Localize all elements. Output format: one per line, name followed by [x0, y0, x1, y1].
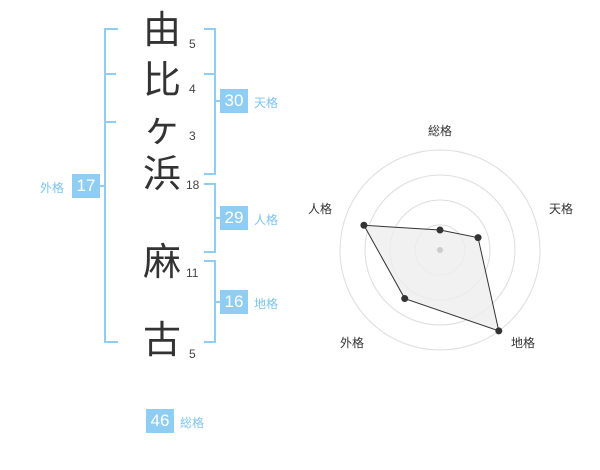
- radar-axis-label-tenkaku: 天格: [549, 202, 574, 216]
- radar-axis-label-jinkaku: 人格: [308, 202, 333, 216]
- stroke-count-6: 5: [189, 347, 196, 361]
- tenkaku-label: 天格: [254, 96, 279, 110]
- radar-ring: [364, 174, 516, 326]
- radar-point-1: [436, 226, 444, 234]
- bracket-tick: [204, 73, 214, 75]
- chikaku-value: 16: [220, 290, 248, 314]
- bracket-tick: [106, 121, 116, 123]
- name-char-1: 由: [142, 8, 181, 52]
- radar-axis-label-chikaku: 地格: [511, 336, 536, 350]
- chikaku-label: 地格: [254, 297, 279, 311]
- radar-ring: [339, 149, 541, 351]
- tenkaku-value: 30: [220, 89, 248, 113]
- name-char-2: 比: [142, 58, 181, 102]
- radar-point-3: [495, 327, 503, 335]
- name-char-3: ヶ: [142, 106, 181, 150]
- radar-center-point: [437, 247, 443, 253]
- gaikaku-label: 外格: [40, 181, 65, 195]
- bracket-tick: [96, 185, 106, 187]
- bracket-tick: [106, 73, 116, 75]
- stroke-count-2: 4: [189, 82, 196, 96]
- stroke-count-5: 11: [186, 266, 199, 280]
- name-char-4: 浜: [142, 152, 181, 196]
- stroke-count-3: 3: [189, 129, 196, 143]
- radar-polygon: [363, 224, 500, 332]
- stroke-count-1: 5: [189, 37, 196, 51]
- radar-axis-label-soukaku: 総格: [428, 124, 453, 138]
- bracket-tick: [214, 100, 220, 102]
- name-char-6: 古: [142, 318, 181, 362]
- radar-point-2: [474, 234, 482, 242]
- radar-point-5: [360, 221, 368, 229]
- gaikaku-value: 17: [72, 174, 100, 198]
- radar-axis-label-gaikaku: 外格: [340, 336, 365, 350]
- soukaku-value: 46: [146, 409, 174, 433]
- stroke-count-4: 18: [186, 178, 200, 192]
- bracket-tick: [214, 217, 220, 219]
- bracket-tick: [214, 301, 220, 303]
- soukaku-label: 総格: [180, 416, 205, 430]
- name-char-5: 麻: [142, 240, 181, 284]
- radar-point-4: [401, 295, 409, 303]
- jinkaku-label: 人格: [254, 213, 279, 227]
- jinkaku-value: 29: [220, 206, 248, 230]
